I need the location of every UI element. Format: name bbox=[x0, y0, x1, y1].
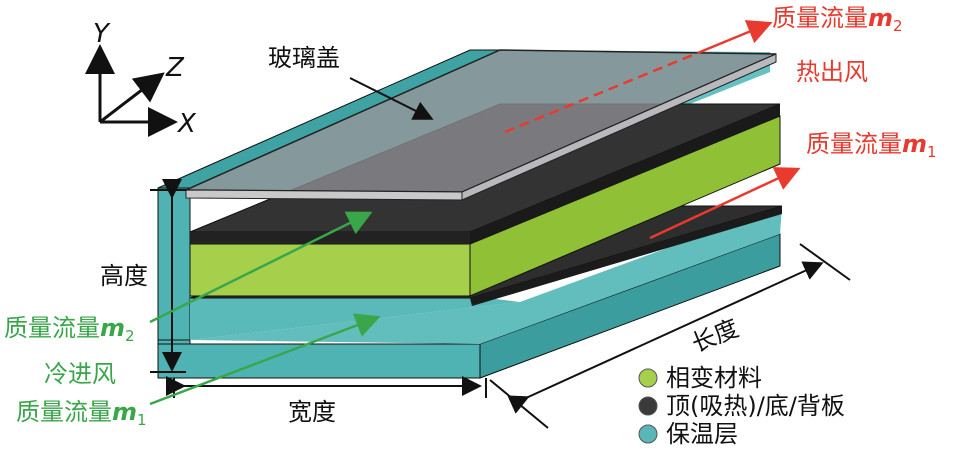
cold-air-m2-arrow bbox=[149, 211, 373, 324]
length-dim-line bbox=[507, 261, 824, 414]
outlet-m1-mass-flow-m: m bbox=[902, 130, 927, 158]
hot-air-m2-arrow bbox=[699, 20, 773, 54]
cold-inlet-m2-m: m bbox=[100, 314, 125, 342]
cold-air-m1-arrow bbox=[149, 313, 381, 406]
glass-cover-pointer bbox=[349, 77, 434, 120]
legend-label-pcm: 相变材料 bbox=[666, 364, 762, 392]
pcm-front bbox=[189, 243, 471, 297]
hot-flow-arrows bbox=[504, 20, 801, 240]
glass-front-edge bbox=[185, 189, 463, 201]
cold-inlet-m1-sub: 1 bbox=[137, 411, 147, 429]
cold-inlet-m2-sub: 2 bbox=[125, 327, 135, 345]
cold-inlet-m1-m: m bbox=[112, 398, 137, 426]
top-plate-front-edge bbox=[190, 232, 470, 244]
legend-swatch-plate bbox=[638, 396, 658, 416]
z-axis-line bbox=[99, 72, 165, 124]
z-axis-label: Z bbox=[165, 53, 185, 83]
glass-cover bbox=[185, 49, 777, 201]
y-axis-label: Y bbox=[93, 19, 111, 49]
hot-outlet-mass-flow-m: m bbox=[868, 4, 893, 32]
hot-outlet-mass-flow-prefix: 质量流量 bbox=[772, 4, 868, 32]
legend: 相变材料 顶(吸热)/底/背板 保温层 bbox=[638, 364, 845, 448]
outlet-m1-mass-flow-label: 质量流量m1 bbox=[806, 130, 937, 161]
insulation-bottom-front bbox=[157, 343, 481, 379]
cold-flow-arrows bbox=[149, 211, 381, 406]
insulation-front-left bbox=[157, 187, 191, 341]
legend-swatch-insulation bbox=[638, 424, 658, 444]
legend-label-insulation: 保温层 bbox=[666, 420, 738, 448]
hot-outlet-air-label: 热出风 bbox=[796, 58, 868, 86]
hot-outlet-mass-flow-label: 质量流量m2 bbox=[772, 4, 903, 35]
legend-label-plate: 顶(吸热)/底/背板 bbox=[666, 392, 845, 420]
cold-inlet-air-label: 冷进风 bbox=[44, 360, 116, 388]
width-label: 宽度 bbox=[288, 398, 336, 426]
glass-cover-label: 玻璃盖 bbox=[268, 44, 340, 72]
cold-inlet-m1-prefix: 质量流量 bbox=[16, 398, 112, 426]
height-label: 高度 bbox=[100, 262, 148, 290]
outlet-m1-mass-flow-sub: 1 bbox=[927, 143, 937, 161]
dimensions bbox=[150, 179, 851, 429]
pcm-side bbox=[469, 115, 781, 297]
x-axis-label: X bbox=[176, 109, 197, 139]
cold-inlet-m2-prefix: 质量流量 bbox=[4, 314, 100, 342]
cold-inlet-m1-label: 质量流量m1 bbox=[16, 398, 147, 429]
hot-air-m2-arrow-dashed bbox=[504, 50, 701, 134]
legend-swatch-pcm bbox=[638, 368, 658, 388]
hot-outlet-mass-flow-sub: 2 bbox=[893, 17, 903, 35]
glass-side-edge bbox=[461, 53, 777, 201]
top-plate-side-edge bbox=[470, 104, 780, 244]
cold-inlet-m2-label: 质量流量m2 bbox=[4, 314, 135, 345]
axes bbox=[85, 44, 178, 137]
hot-air-m1-arrow bbox=[649, 167, 801, 240]
outlet-m1-mass-flow-prefix: 质量流量 bbox=[806, 130, 902, 158]
